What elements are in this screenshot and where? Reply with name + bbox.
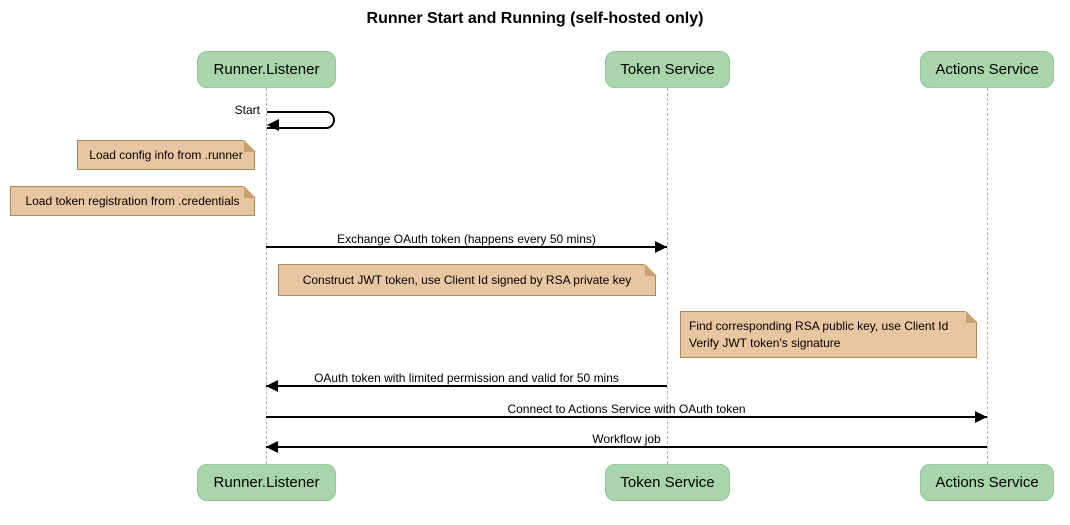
- note-text: Construct JWT token, use Client Id signe…: [302, 272, 632, 287]
- lifeline-actions-service: [987, 88, 988, 464]
- arrowhead-right-icon: [655, 241, 667, 253]
- lifeline-token-service: [667, 88, 668, 464]
- participant-label: Runner.Listener: [213, 61, 320, 78]
- message-workflow-job-label: Workflow job: [592, 432, 661, 446]
- note-verify-jwt: Find corresponding RSA public key, use C…: [680, 310, 978, 358]
- message-exchange-oauth-label: Exchange OAuth token (happens every 50 m…: [337, 232, 596, 246]
- message-oauth-return-label: OAuth token with limited permission and …: [314, 371, 619, 385]
- participant-token-service-bottom: Token Service: [605, 464, 730, 501]
- participant-actions-service-bottom: Actions Service: [920, 464, 1054, 501]
- note-load-config: Load config info from .runner: [77, 139, 256, 170]
- note-text: Load config info from .runner: [89, 147, 243, 162]
- self-message-loop: [267, 111, 335, 129]
- participant-runner-listener-top: Runner.Listener: [197, 51, 336, 88]
- message-connect-label: Connect to Actions Service with OAuth to…: [507, 402, 746, 416]
- note-load-credentials: Load token registration from .credential…: [10, 185, 256, 216]
- message-start-label: Start: [234, 103, 260, 117]
- message-workflow-job-line: [266, 446, 987, 448]
- arrowhead-left-icon: [267, 119, 279, 131]
- participant-label: Runner.Listener: [213, 474, 320, 491]
- message-oauth-return-line: [266, 385, 667, 387]
- participant-label: Actions Service: [935, 61, 1039, 78]
- participant-label: Actions Service: [935, 474, 1039, 491]
- participant-runner-listener-bottom: Runner.Listener: [197, 464, 336, 501]
- lifeline-runner-listener: [266, 88, 267, 464]
- participant-token-service-top: Token Service: [605, 51, 730, 88]
- note-text-line2: Verify JWT token's signature: [689, 335, 841, 350]
- participant-label: Token Service: [620, 61, 715, 78]
- participant-actions-service-top: Actions Service: [920, 51, 1054, 88]
- message-connect-line: [266, 416, 987, 418]
- message-exchange-oauth-line: [266, 246, 667, 248]
- note-construct-jwt: Construct JWT token, use Client Id signe…: [278, 263, 657, 296]
- diagram-title: Runner Start and Running (self-hosted on…: [366, 10, 704, 27]
- note-text-line1: Find corresponding RSA public key, use C…: [689, 318, 949, 333]
- arrowhead-left-icon: [266, 441, 278, 453]
- arrowhead-right-icon: [975, 411, 987, 423]
- participant-label: Token Service: [620, 474, 715, 491]
- arrowhead-left-icon: [266, 380, 278, 392]
- note-text: Load token registration from .credential…: [25, 193, 240, 208]
